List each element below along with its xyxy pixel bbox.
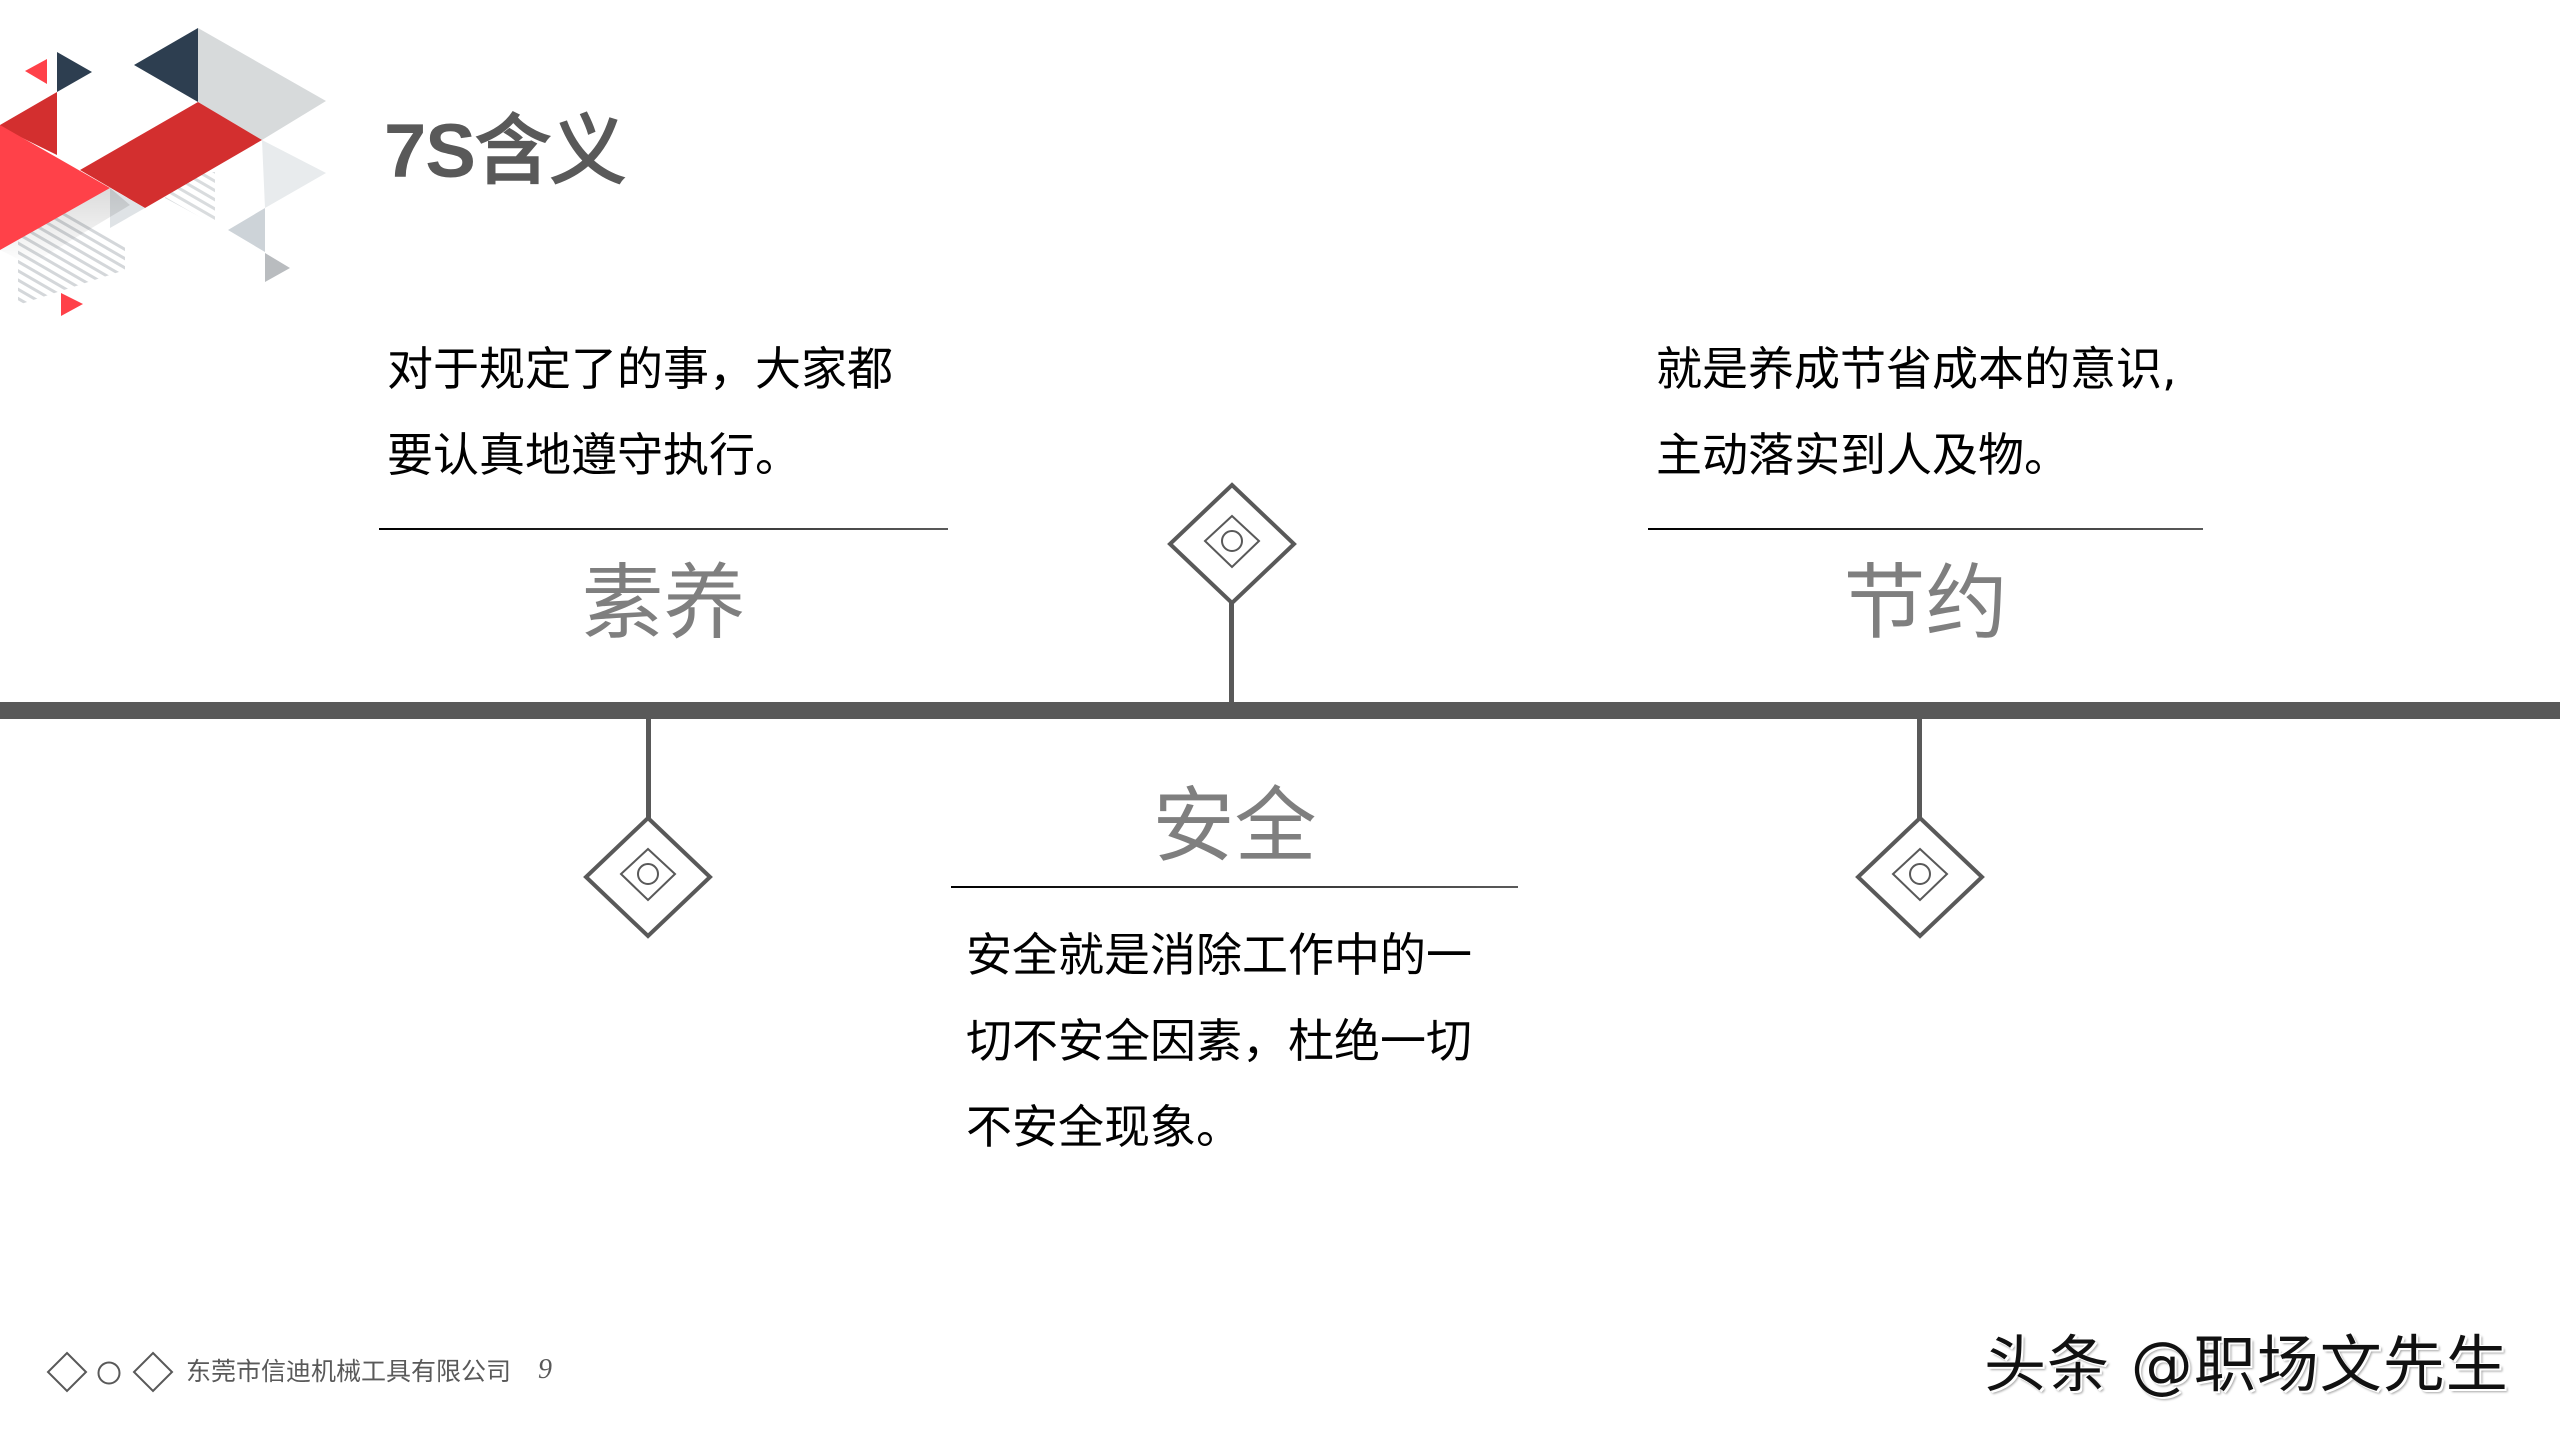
divider-line	[379, 528, 948, 530]
slide-title: 7S含义	[384, 109, 626, 194]
watermark: 头条 @职场文先生	[1984, 1328, 2509, 1401]
company-name: 东莞市信迪机械工具有限公司	[186, 1357, 512, 1386]
diamond-outline-icon	[46, 1351, 88, 1393]
description-line: 主动落实到人及物。	[1656, 428, 2070, 482]
diamond-target-icon	[1167, 482, 1297, 606]
diamond-target-icon	[1855, 815, 1985, 939]
diamond-outline-icon	[132, 1351, 174, 1393]
connector-stem	[1229, 602, 1234, 703]
anquan-label: 安全	[1152, 779, 1317, 874]
connector-stem	[646, 719, 651, 819]
timeline-bar	[0, 702, 2560, 719]
jieyue-description: 就是养成节省成本的意识, 主动落实到人及物。	[1656, 326, 2177, 498]
divider-line	[1648, 528, 2203, 530]
description-line: 切不安全因素，杜绝一切	[966, 1014, 1472, 1068]
circle-outline-icon	[97, 1361, 121, 1385]
suyang-description: 对于规定了的事，大家都 要认真地遵守执行。	[387, 326, 893, 498]
suyang-label: 素养	[581, 556, 746, 651]
divider-line	[951, 886, 1518, 888]
anquan-description: 安全就是消除工作中的一 切不安全因素，杜绝一切 不安全现象。	[966, 912, 1472, 1170]
description-line: 不安全现象。	[966, 1100, 1242, 1154]
diamond-target-icon	[583, 815, 713, 939]
description-line: 要认真地遵守执行。	[387, 428, 801, 482]
description-line: 安全就是消除工作中的一	[966, 928, 1472, 982]
connector-stem	[1917, 719, 1922, 819]
description-line: 对于规定了的事，大家都	[387, 342, 893, 396]
description-line: 就是养成节省成本的意识,	[1656, 342, 2177, 396]
decorative-logo-icon	[0, 28, 326, 316]
jieyue-label: 节约	[1843, 556, 2008, 651]
page-number: 9	[538, 1354, 552, 1385]
